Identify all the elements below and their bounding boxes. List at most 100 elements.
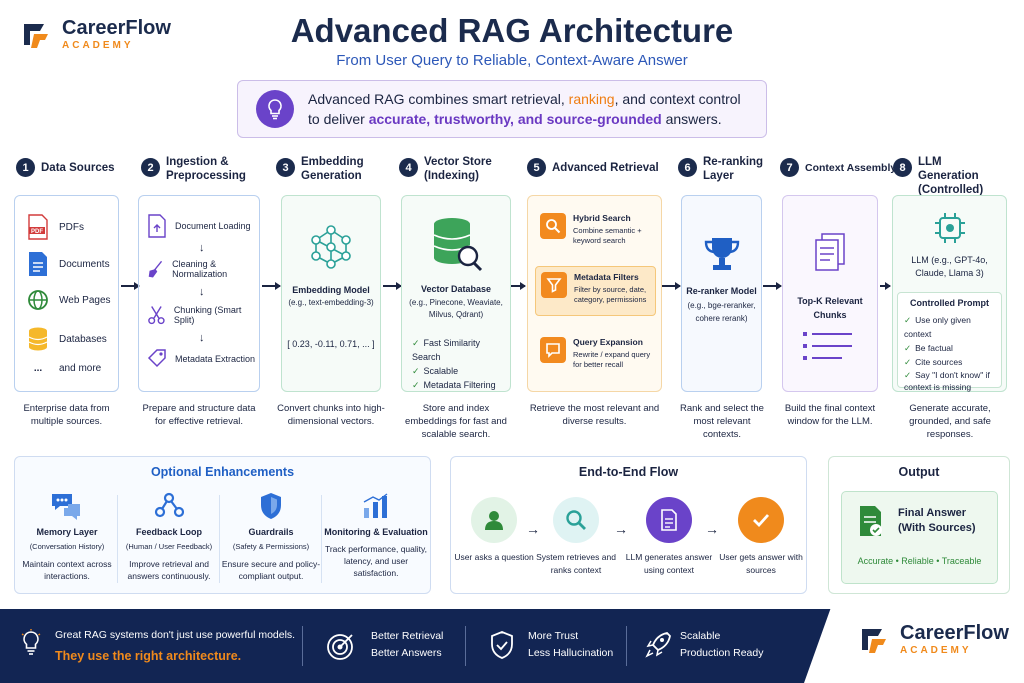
target-icon	[326, 631, 356, 666]
check-icon: ✓	[412, 366, 420, 376]
scissors-icon	[148, 306, 165, 325]
search-icon	[553, 497, 599, 543]
enhancement-guardrails: Guardrails (Safety & Permissions) Ensure…	[221, 491, 321, 582]
card-data-sources: PDF PDFs Documents Web Pages Databases .…	[14, 195, 119, 392]
flow-arrow-icon: →	[705, 521, 719, 537]
chat-bubbles-icon	[17, 491, 117, 521]
footer-logo-area	[804, 609, 1024, 683]
card-reranking: Re-ranker Model (e.g., bge-reranker, coh…	[681, 195, 762, 392]
enhancement-memory: Memory Layer (Conversation History) Main…	[17, 491, 117, 582]
brand-mark-icon	[20, 20, 54, 50]
share-nodes-icon	[119, 491, 219, 521]
footer-banner: Great RAG systems don't just use powerfu…	[0, 609, 1024, 683]
enhancements-title: Optional Enhancements	[150, 465, 295, 479]
down-arrow-icon: ↓	[199, 332, 205, 344]
search-icon	[540, 213, 566, 239]
shield-check-icon	[489, 630, 515, 665]
caption-1: Enterprise data from multiple sources.	[23, 403, 110, 427]
arrow-6-7	[763, 282, 782, 289]
divider	[117, 495, 118, 583]
embedding-example: (e.g., text-embedding-3)	[288, 298, 374, 307]
divider	[626, 626, 627, 666]
panel-flow: End-to-End Flow User asks a question → S…	[450, 456, 807, 594]
flow-step-answer: User gets answer with sources	[711, 497, 811, 577]
controlled-prompt: Controlled Prompt ✓Use only given contex…	[897, 292, 1002, 392]
brand-logo: CareerFlow ACADEMY	[20, 18, 171, 51]
caption-7: Build the final context window for the L…	[784, 403, 876, 427]
vector-db-features: ✓Fast Similarity Search ✓Scalable ✓Metad…	[412, 338, 496, 390]
footer-line1: Great RAG systems don't just use powerfu…	[55, 629, 296, 641]
panel-output: Output Final Answer (With Sources) Accur…	[828, 456, 1010, 594]
answer-document-icon	[858, 505, 884, 542]
enhancement-feedback: Feedback Loop (Human / User Feedback) Im…	[119, 491, 219, 582]
svg-text:PDF: PDF	[31, 229, 43, 235]
page-subtitle: From User Query to Reliable, Context-Awa…	[336, 52, 688, 69]
stacked-documents-icon	[783, 232, 877, 281]
down-arrow-icon: ↓	[199, 286, 205, 298]
pdf-icon: PDF	[28, 214, 48, 240]
list-icon	[803, 330, 859, 373]
arrow-7-8	[880, 282, 891, 289]
brand-sub: ACADEMY	[62, 40, 134, 51]
divider	[465, 626, 466, 666]
divider	[302, 626, 303, 666]
chat-bubble-icon	[540, 337, 566, 363]
caption-8: Generate accurate, grounded, and safe re…	[909, 403, 991, 440]
check-icon: ✓	[904, 343, 912, 353]
flow-step-retrieve: System retrieves and ranks context	[526, 497, 626, 577]
output-title: Output	[898, 465, 940, 479]
divider	[219, 495, 220, 583]
enhancement-monitoring: Monitoring & Evaluation Track performanc…	[323, 491, 429, 579]
flow-title: End-to-End Flow	[578, 465, 679, 479]
brand-name: CareerFlow	[62, 17, 171, 39]
caption-6: Rank and select the most relevant contex…	[680, 403, 764, 440]
intro-text: Advanced RAG combines smart retrieval, r…	[308, 91, 741, 127]
intro-banner: Advanced RAG combines smart retrieval, r…	[237, 80, 767, 138]
network-icon	[282, 224, 380, 275]
vector-db-title: Vector Database	[420, 284, 492, 294]
shield-icon	[221, 491, 321, 521]
final-answer: Final Answer (With Sources)	[898, 507, 976, 534]
bar-chart-icon	[323, 491, 429, 521]
check-icon: ✓	[412, 380, 420, 390]
vector-db-examples: (e.g., Pinecone, Weaviate, Milvus, Qdran…	[409, 298, 503, 319]
caption-4: Store and index embeddings for fast and …	[405, 403, 507, 440]
document-icon	[646, 497, 692, 543]
card-embedding: Embedding Model (e.g., text-embedding-3)…	[281, 195, 381, 392]
card-context: Top-K Relevant Chunks	[782, 195, 878, 392]
document-icon	[29, 252, 47, 276]
globe-icon	[28, 290, 48, 310]
check-icon: ✓	[904, 357, 912, 367]
trophy-icon	[682, 234, 761, 279]
filter-icon	[541, 272, 567, 298]
rocket-icon	[645, 630, 673, 665]
flow-step-generate: LLM generates answer using context	[619, 497, 719, 577]
document-upload-icon	[148, 214, 166, 238]
arrow-2-3	[262, 282, 281, 289]
ingestion-loading: Document Loading	[147, 214, 251, 238]
card-vector-store: Vector Database (e.g., Pinecone, Weaviat…	[401, 195, 511, 392]
embedding-vector: [ 0.23, -0.11, 0.71, ... ]	[287, 339, 375, 349]
page-title: Advanced RAG Architecture	[290, 12, 734, 49]
reranker-examples: (e.g., bge-reranker, cohere rerank)	[687, 301, 756, 323]
embedding-model: Embedding Model	[292, 285, 370, 295]
context-title: Top-K Relevant Chunks	[797, 296, 863, 320]
arrow-3-4	[383, 282, 402, 289]
caption-2: Prepare and structure data for effective…	[142, 403, 256, 427]
check-icon: ✓	[412, 338, 420, 348]
final-answer-card: Final Answer (With Sources) Accurate • R…	[841, 491, 998, 584]
flow-arrow-icon: →	[526, 521, 540, 537]
card-ingestion: Document Loading ↓ Cleaning & Normalizat…	[138, 195, 260, 392]
check-icon: ✓	[904, 370, 912, 380]
source-documents: Documents	[27, 251, 110, 277]
source-pdfs: PDF PDFs	[27, 214, 84, 240]
